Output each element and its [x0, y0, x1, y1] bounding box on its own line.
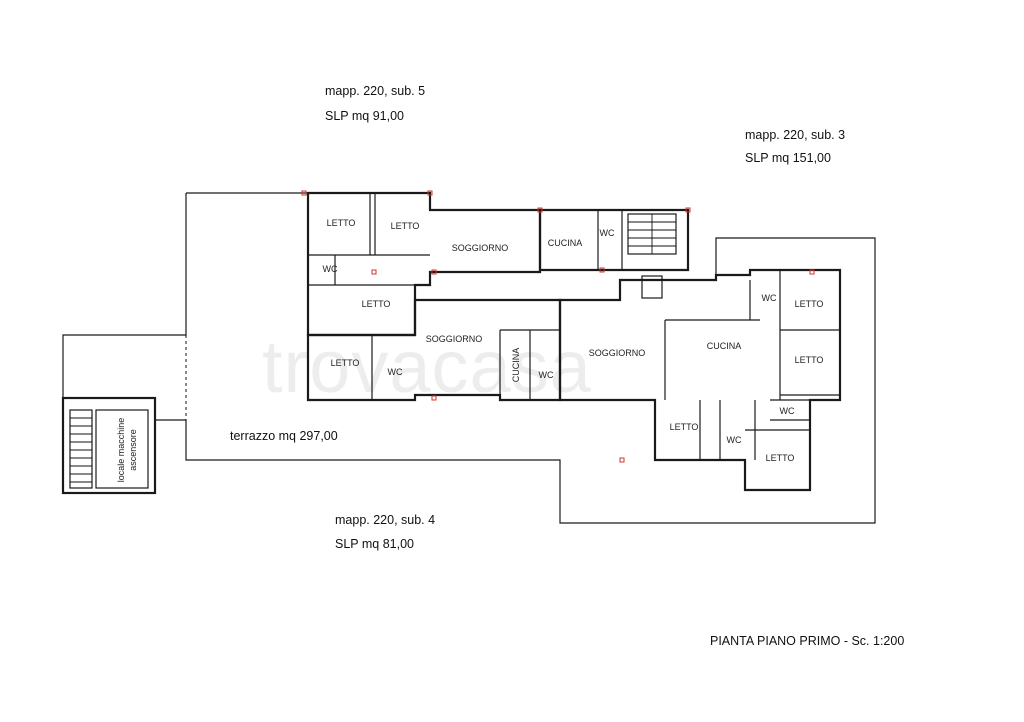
room-wc-6: WC	[780, 406, 795, 416]
note-sub5-line2: SLP mq 91,00	[325, 109, 404, 123]
room-letto-5: LETTO	[795, 299, 824, 309]
note-sub3-line1: mapp. 220, sub. 3	[745, 128, 845, 142]
room-letto-3: LETTO	[362, 299, 391, 309]
room-wc-2: WC	[323, 264, 338, 274]
stair-label-lift: ascensore	[128, 429, 138, 471]
room-wc-3: WC	[388, 367, 403, 377]
unit-central	[306, 298, 562, 402]
note-terrace: terrazzo mq 297,00	[230, 429, 338, 443]
note-sub4-line2: SLP mq 81,00	[335, 537, 414, 551]
survey-markers	[301, 190, 815, 463]
unit-sub3	[558, 268, 842, 492]
plan-title: PIANTA PIANO PRIMO - Sc. 1:200	[710, 634, 904, 648]
room-wc-7: WC	[727, 435, 742, 445]
room-letto-6: LETTO	[795, 355, 824, 365]
room-soggiorno-2: SOGGIORNO	[426, 334, 483, 344]
stair-core-left: locale macchine ascensore	[61, 396, 157, 495]
note-sub3-line2: SLP mq 151,00	[745, 151, 831, 165]
room-letto-7: LETTO	[670, 422, 699, 432]
room-wc-1: WC	[600, 228, 615, 238]
note-sub5-line1: mapp. 220, sub. 5	[325, 84, 425, 98]
terrace-outline	[62, 193, 876, 524]
room-cucina-3: CUCINA	[707, 341, 742, 351]
room-soggiorno-3: SOGGIORNO	[589, 348, 646, 358]
room-soggiorno-1: SOGGIORNO	[452, 243, 509, 253]
room-cucina-1: CUCINA	[548, 238, 583, 248]
note-sub4-line1: mapp. 220, sub. 4	[335, 513, 435, 527]
unit-upper-central	[538, 208, 690, 299]
room-letto-2: LETTO	[391, 221, 420, 231]
room-letto-4: LETTO	[331, 358, 360, 368]
room-letto-1: LETTO	[327, 218, 356, 228]
room-letto-8: LETTO	[766, 453, 795, 463]
room-wc-5: WC	[762, 293, 777, 303]
room-wc-4: WC	[539, 370, 554, 380]
room-cucina-2: CUCINA	[511, 348, 521, 383]
stair-label-machine-room: locale macchine	[116, 418, 126, 483]
unit-sub5	[306, 191, 542, 337]
